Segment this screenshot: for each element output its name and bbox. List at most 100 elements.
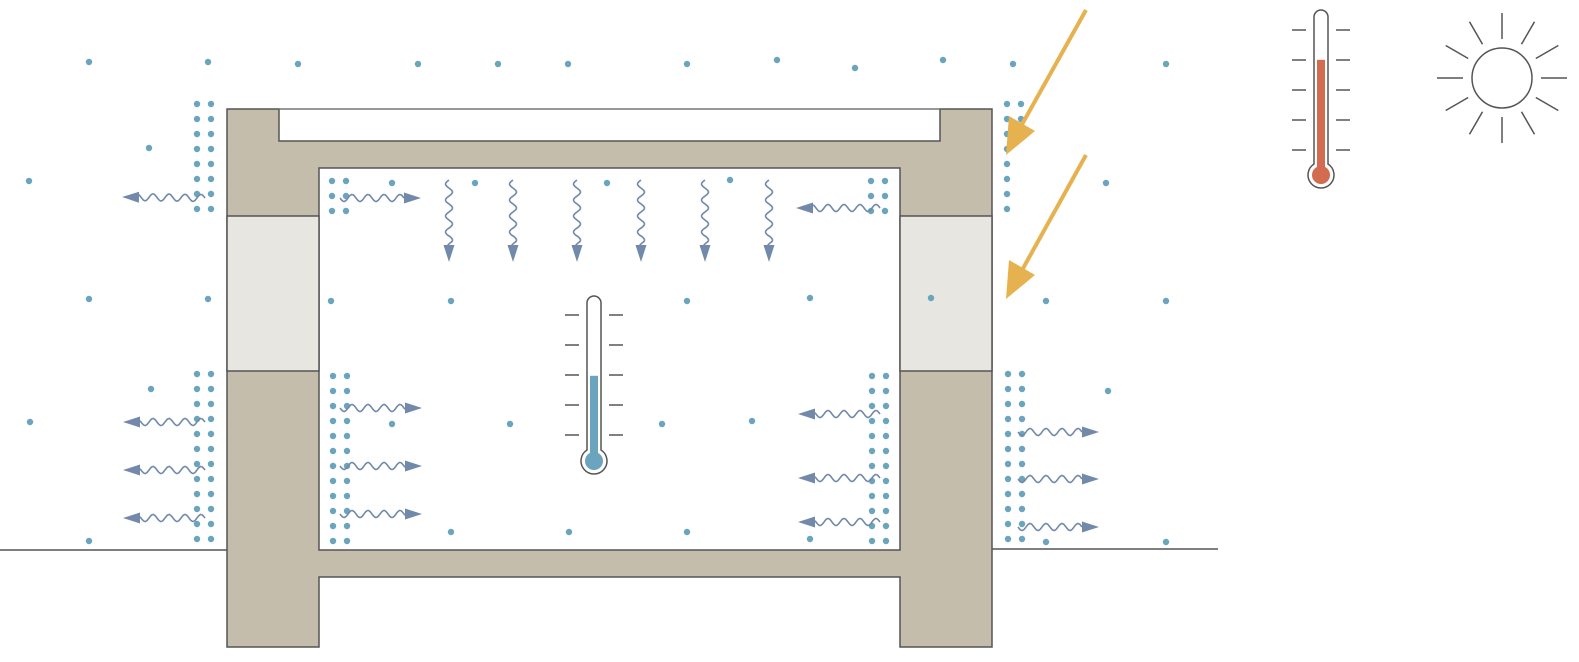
moisture-dot [1009, 60, 1017, 68]
moisture-dot [882, 402, 890, 410]
moisture-dot [343, 447, 351, 455]
moisture-dot [881, 207, 889, 215]
moisture-dot [193, 100, 201, 108]
moisture-dot [294, 60, 302, 68]
moisture-dot [867, 192, 875, 200]
moisture-dot [26, 418, 34, 426]
moisture-dot [1004, 370, 1012, 378]
moisture-dot [327, 297, 335, 305]
moisture-dot [1018, 415, 1026, 423]
moisture-dot [145, 144, 153, 152]
moisture-dot [343, 372, 351, 380]
moisture-dot [343, 417, 351, 425]
heat-flow-arrow [798, 408, 881, 420]
moisture-dot [868, 432, 876, 440]
heat-flow-arrow [798, 516, 881, 528]
moisture-dot [328, 207, 336, 215]
heat-flow-arrow [763, 179, 775, 262]
moisture-dot [1004, 460, 1012, 468]
heat-flow-arrow [571, 179, 583, 262]
heat-flow-arrow [1017, 473, 1099, 485]
sun-ray-line [1535, 96, 1559, 112]
moisture-dot [882, 477, 890, 485]
moisture-dot [881, 192, 889, 200]
moisture-dot [329, 462, 337, 470]
moisture-dot [207, 445, 215, 453]
moisture-dot [329, 537, 337, 545]
moisture-dot [207, 460, 215, 468]
heat-flow-arrow [796, 202, 881, 214]
heat-flow-arrow [507, 179, 519, 262]
moisture-dot [494, 60, 502, 68]
moisture-dot [1017, 100, 1025, 108]
sun-ray-line [1468, 21, 1484, 45]
moisture-dot [329, 492, 337, 500]
moisture-dot [851, 64, 859, 72]
indoor-thermometer-level [590, 375, 598, 462]
moisture-dot [193, 505, 201, 513]
heat-flow-arrow [123, 416, 206, 428]
moisture-dot [683, 297, 691, 305]
moisture-dot [207, 205, 215, 213]
moisture-dot [343, 387, 351, 395]
moisture-dot [882, 417, 890, 425]
moisture-dot [1004, 535, 1012, 543]
moisture-dot [329, 417, 337, 425]
moisture-dot [868, 507, 876, 515]
moisture-dot [683, 60, 691, 68]
moisture-dot [1003, 175, 1011, 183]
moisture-dot [207, 400, 215, 408]
sun-ray-arrow [1006, 154, 1088, 299]
moisture-dot [388, 179, 396, 187]
moisture-dot [85, 58, 93, 66]
sun-icon [1437, 13, 1567, 143]
sun-ray-line [1520, 21, 1536, 45]
moisture-dot [342, 207, 350, 215]
moisture-dot [882, 522, 890, 530]
moisture-dot [565, 528, 573, 536]
moisture-dot [207, 535, 215, 543]
moisture-dot [147, 385, 155, 393]
moisture-dot [882, 492, 890, 500]
moisture-dot [1004, 490, 1012, 498]
moisture-dot [806, 294, 814, 302]
moisture-dot [343, 492, 351, 500]
moisture-dot [329, 372, 337, 380]
sun-ray-line [1520, 111, 1536, 135]
moisture-dot [343, 477, 351, 485]
moisture-dot [1003, 190, 1011, 198]
heat-flow-arrow [699, 179, 711, 262]
moisture-dot [658, 420, 666, 428]
moisture-dot [1042, 538, 1050, 546]
moisture-dot [328, 177, 336, 185]
moisture-dot [193, 370, 201, 378]
moisture-dot [1104, 387, 1112, 395]
moisture-dot [506, 420, 514, 428]
moisture-dot [868, 417, 876, 425]
moisture-dot [25, 177, 33, 185]
moisture-dot [329, 522, 337, 530]
heat-flow-arrow [635, 179, 647, 262]
moisture-dot [193, 490, 201, 498]
moisture-dot [882, 387, 890, 395]
heat-flow-arrow [443, 179, 455, 262]
moisture-dot [329, 447, 337, 455]
moisture-dot [343, 522, 351, 530]
moisture-dot [868, 387, 876, 395]
heat-flow-arrow [339, 508, 422, 520]
moisture-dot [193, 535, 201, 543]
moisture-dot [868, 402, 876, 410]
moisture-dot [927, 294, 935, 302]
moisture-dot [1102, 179, 1110, 187]
moisture-dot [726, 176, 734, 184]
moisture-dot [193, 475, 201, 483]
moisture-dot [1042, 297, 1050, 305]
moisture-dot [471, 179, 479, 187]
moisture-dot [447, 528, 455, 536]
sun-ray-line [1445, 96, 1469, 112]
outdoor-thermometer-icon [1292, 9, 1350, 189]
moisture-dot [1162, 297, 1170, 305]
moisture-dot [193, 460, 201, 468]
moisture-dot [329, 477, 337, 485]
